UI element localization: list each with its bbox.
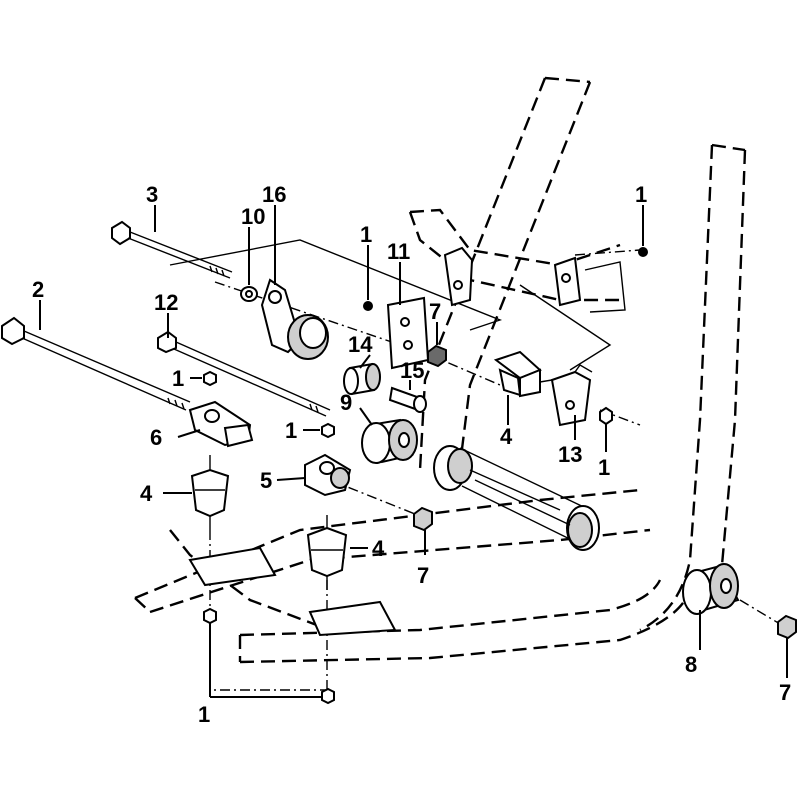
callout-4-right: 4	[500, 424, 513, 449]
callout-7-right: 7	[779, 680, 791, 705]
callout-7-top: 7	[429, 299, 441, 324]
callout-10: 11	[387, 239, 410, 264]
pin-15	[388, 386, 427, 413]
callout-5: 5	[260, 468, 272, 493]
leader-lines	[39, 205, 788, 698]
mount-4-left	[190, 455, 230, 530]
callout-16: 16	[262, 182, 286, 207]
callout-15: 15	[400, 358, 424, 383]
callout-13: 13	[558, 442, 582, 467]
bracket-16	[260, 278, 329, 360]
callout-9: 10	[241, 204, 265, 229]
mount-4-center	[306, 515, 348, 590]
callout-2: 2	[32, 277, 44, 302]
bolt-2	[0, 316, 191, 411]
callout-8: 9	[340, 390, 352, 415]
nut-7-right	[777, 614, 797, 640]
callout-1-frame-right: 1	[635, 182, 647, 207]
callout-4-left: 4	[140, 481, 153, 506]
nut-1-left-mid	[321, 422, 335, 439]
callout-11: 8	[685, 652, 697, 677]
washer-9	[240, 286, 258, 302]
callout-3: 3	[146, 182, 158, 207]
bracket-6	[188, 400, 254, 448]
callout-1-left-mid: 1	[285, 418, 297, 443]
bushing-8	[361, 418, 418, 464]
bolt-3	[111, 220, 233, 279]
nut-1-top	[363, 301, 373, 311]
nut-1-left-upper	[203, 370, 217, 387]
bracket-5	[304, 453, 352, 497]
callout-12: 12	[154, 290, 178, 315]
nut-1-right-lower	[599, 406, 613, 426]
callout-4-center: 4	[372, 536, 385, 561]
callout-1-top: 1	[360, 222, 372, 247]
callout-14: 14	[348, 332, 373, 357]
nut-7-top	[427, 344, 447, 368]
assembly-axes	[209, 249, 791, 691]
callout-1-left-upper: 1	[172, 366, 184, 391]
callout-7-center: 7	[417, 563, 429, 588]
frame-bracket-lower	[188, 546, 397, 637]
mount-4-right	[493, 350, 553, 398]
callout-1-right-lower: 1	[598, 455, 610, 480]
nut-1-frame-right	[638, 247, 648, 257]
plate-10	[386, 296, 430, 370]
frame-bracket-upper	[443, 246, 626, 313]
bushing-11	[682, 563, 740, 615]
bushing-14	[343, 362, 381, 396]
bracket-13	[550, 364, 593, 427]
callout-6: 6	[150, 425, 162, 450]
callout-1-bottom: 1	[198, 702, 210, 727]
callout-labels: 3 2 12 10 16 1 11 7 14 15 9 1 1 6 4 1 5 …	[32, 182, 791, 727]
nut-1-bottom	[203, 607, 335, 705]
nut-7-center	[413, 506, 433, 532]
tube-segment	[433, 445, 600, 551]
